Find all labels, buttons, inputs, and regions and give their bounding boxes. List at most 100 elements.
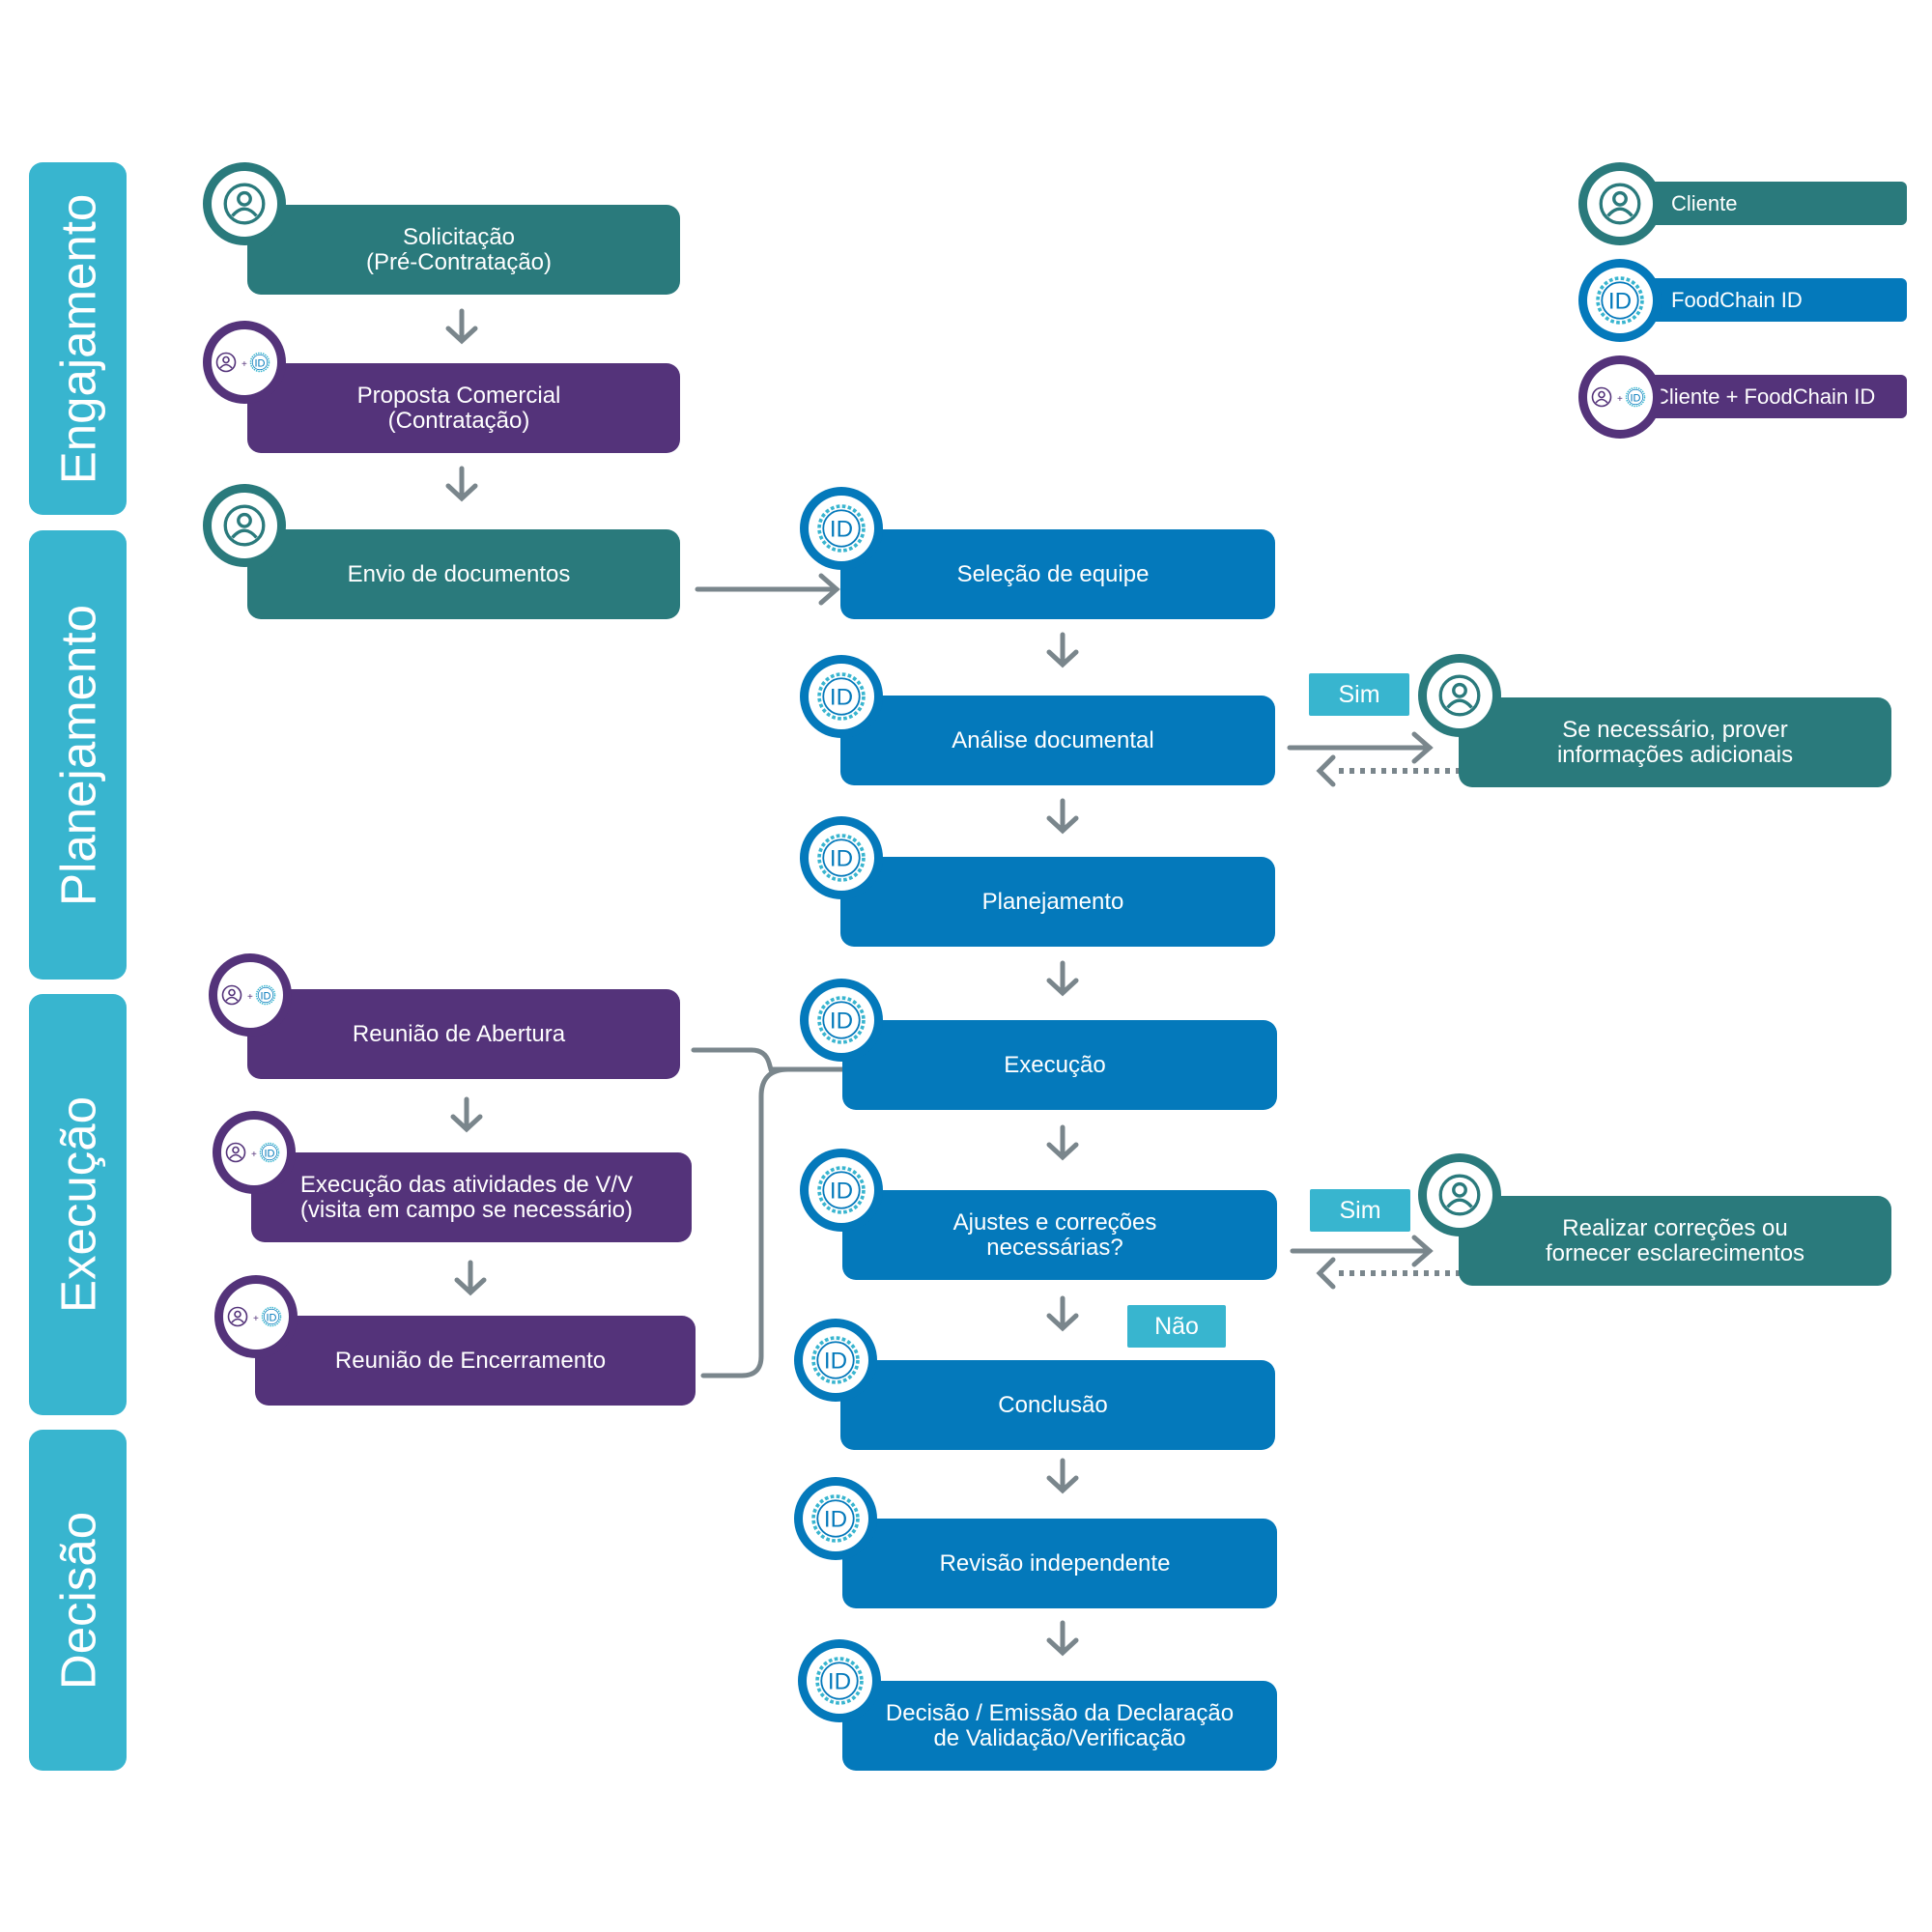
user-icon	[1435, 671, 1484, 720]
user-plus-id-icon: + ID	[1591, 386, 1646, 408]
step-ajustes-label: Ajustes e correções necessárias?	[952, 1208, 1157, 1261]
id-icon-label: ID	[830, 684, 853, 710]
foodchain-badge: ID	[794, 1319, 877, 1402]
foodchain-badge: ID	[794, 1477, 877, 1560]
foodchain-id-icon: ID	[808, 1332, 864, 1388]
client-badge	[1418, 1153, 1501, 1236]
step-solicitacao: Solicitação (Pré-Contratação)	[247, 205, 692, 306]
decision-sim-label: Sim	[1309, 673, 1409, 716]
client-foodchain-badge: + ID	[209, 953, 292, 1037]
user-plus-id-icon: + ID	[221, 984, 276, 1006]
step-planejamento-label: Planejamento	[981, 888, 1124, 915]
id-icon-label: ID	[1608, 288, 1632, 314]
foodchain-badge: ID	[798, 1639, 881, 1722]
id-icon-label: ID	[824, 1506, 847, 1532]
id-icon-label: ID	[267, 1313, 277, 1324]
client-badge	[1418, 654, 1501, 737]
phase-decisao-label: Decisão	[50, 1511, 105, 1690]
step-analise: Análise documental	[840, 696, 1287, 797]
step-abertura-label: Reunião de Abertura	[352, 1020, 566, 1047]
step-decisao-label: Decisão / Emissão da Declaração de Valid…	[885, 1699, 1235, 1751]
foodchain-id-icon: ID	[1592, 272, 1648, 328]
foodchain-id-icon: ID	[811, 1653, 867, 1709]
phase-execucao: Execução	[29, 994, 127, 1415]
step-proposta: Proposta Comercial (Contratação)	[247, 363, 692, 465]
svg-text:+: +	[1617, 394, 1623, 405]
client-foodchain-badge: + ID	[213, 1111, 296, 1194]
client-badge	[203, 162, 286, 245]
legend-both: Cliente + FoodChain ID	[1633, 375, 1907, 418]
phase-decisao: Decisão	[29, 1430, 127, 1771]
user-icon	[220, 180, 269, 228]
step-execucao: Execução	[842, 1020, 1289, 1122]
legend-both-badge: + ID	[1578, 355, 1662, 439]
user-plus-id-icon: + ID	[227, 1306, 282, 1327]
id-icon-label: ID	[261, 991, 271, 1003]
foodchain-id-icon: ID	[813, 830, 869, 886]
step-envio-label: Envio de documentos	[347, 560, 571, 587]
foodchain-badge: ID	[800, 979, 883, 1062]
id-icon-label: ID	[830, 1008, 853, 1034]
user-icon	[1435, 1171, 1484, 1219]
step-revisao-label: Revisão independente	[939, 1549, 1171, 1577]
client-foodchain-badge: + ID	[214, 1275, 298, 1358]
svg-text:+: +	[251, 1150, 257, 1160]
foodchain-badge: ID	[800, 816, 883, 899]
step-envio: Envio de documentos	[247, 529, 692, 631]
step-selecao: Seleção de equipe	[840, 529, 1287, 631]
legend-client-badge	[1578, 162, 1662, 245]
step-execucao-atividades-label: Execução das atividades de V/V (visita e…	[299, 1171, 634, 1223]
legend-foodchain-label: FoodChain ID	[1671, 287, 1803, 312]
foodchain-id-icon: ID	[813, 500, 869, 556]
step-abertura: Reunião de Abertura	[247, 989, 692, 1091]
legend-foodchain-badge: ID	[1578, 259, 1662, 342]
legend-both-label: Cliente + FoodChain ID	[1654, 384, 1876, 409]
svg-text:+: +	[253, 1314, 259, 1324]
id-icon-label: ID	[830, 516, 853, 542]
step-prover-label: Se necessário, prover informações adicio…	[1556, 716, 1794, 768]
id-icon-label: ID	[830, 1178, 853, 1204]
phase-planejamento: Planejamento	[29, 530, 127, 980]
connector-encerramento-execucao	[700, 1066, 791, 1378]
id-icon-label: ID	[828, 1668, 851, 1694]
step-encerramento: Reunião de Encerramento	[255, 1316, 707, 1417]
client-badge	[203, 484, 286, 567]
step-revisao: Revisão independente	[842, 1519, 1289, 1620]
svg-text:+: +	[247, 992, 253, 1003]
step-selecao-label: Seleção de equipe	[956, 560, 1150, 587]
id-icon-label: ID	[824, 1348, 847, 1374]
step-prover-informacoes: Se necessário, prover informações adicio…	[1459, 697, 1903, 799]
connector-abertura-execucao	[691, 1047, 848, 1072]
foodchain-badge: ID	[800, 1149, 883, 1232]
decision-nao-label: Não	[1127, 1305, 1226, 1348]
step-conclusao: Conclusão	[840, 1360, 1287, 1462]
step-planejamento: Planejamento	[840, 857, 1287, 958]
foodchain-id-icon: ID	[813, 1162, 869, 1218]
phase-engajamento: Engajamento	[29, 162, 127, 515]
id-icon-label: ID	[265, 1149, 275, 1160]
client-foodchain-badge: + ID	[203, 321, 286, 404]
user-plus-id-icon: + ID	[215, 352, 270, 373]
foodchain-id-icon: ID	[808, 1491, 864, 1547]
step-conclusao-label: Conclusão	[998, 1391, 1108, 1418]
step-decisao: Decisão / Emissão da Declaração de Valid…	[842, 1681, 1289, 1782]
step-realizar-correcoes: Realizar correções ou fornecer esclareci…	[1459, 1196, 1903, 1297]
step-encerramento-label: Reunião de Encerramento	[334, 1347, 607, 1374]
legend-foodchain: FoodChain ID	[1633, 278, 1907, 322]
step-solicitacao-label: Solicitação (Pré-Contratação)	[365, 223, 553, 275]
legend-cliente-label: Cliente	[1671, 190, 1738, 215]
step-realizar-label: Realizar correções ou fornecer esclareci…	[1545, 1214, 1805, 1266]
user-icon	[1596, 180, 1644, 228]
foodchain-badge: ID	[800, 487, 883, 570]
phase-engajamento-label: Engajamento	[50, 193, 105, 484]
user-plus-id-icon: + ID	[225, 1142, 280, 1163]
phase-planejamento-label: Planejamento	[50, 604, 105, 906]
foodchain-id-icon: ID	[813, 668, 869, 724]
step-analise-label: Análise documental	[952, 726, 1154, 753]
foodchain-badge: ID	[800, 655, 883, 738]
decision-sim-label: Sim	[1310, 1189, 1410, 1232]
step-execucao-atividades: Execução das atividades de V/V (visita e…	[251, 1152, 703, 1254]
legend-cliente: Cliente	[1633, 182, 1907, 225]
